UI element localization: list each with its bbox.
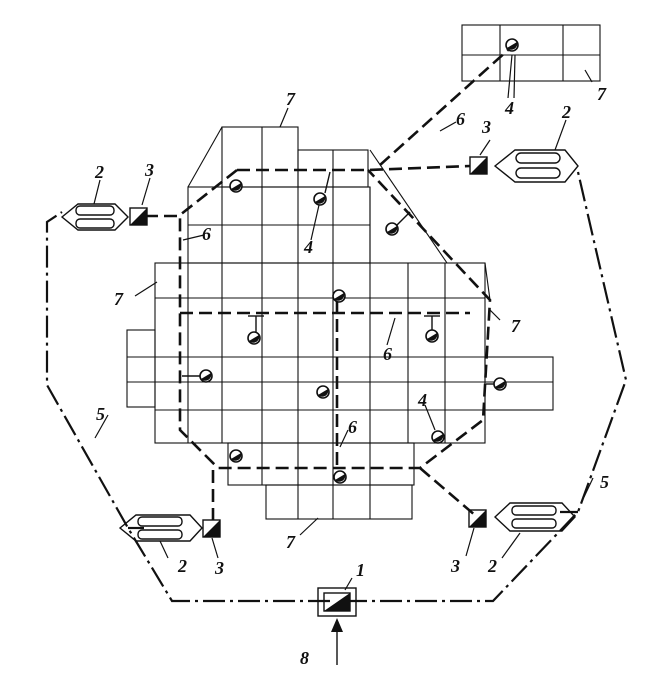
cable-box-top-right bbox=[495, 150, 578, 182]
label-lamp: 4 bbox=[417, 390, 427, 410]
label-connector: 3 bbox=[144, 160, 154, 180]
label-input: 8 bbox=[300, 648, 309, 668]
connector-bottom-left bbox=[203, 520, 220, 537]
label-lamp: 4 bbox=[303, 237, 313, 257]
branch-cable-network bbox=[145, 50, 508, 520]
label-connector: 3 bbox=[450, 556, 460, 576]
lamp bbox=[317, 386, 329, 398]
lamp bbox=[386, 212, 410, 235]
label-branch-cable: 6 bbox=[202, 224, 211, 244]
label-cable-box: 2 bbox=[487, 556, 497, 576]
label-connector: 3 bbox=[481, 117, 491, 137]
lamp bbox=[333, 290, 345, 302]
label-main-cable: 5 bbox=[600, 472, 609, 492]
label-cable-box: 2 bbox=[561, 102, 571, 122]
lamp bbox=[182, 370, 212, 382]
label-main-cable: 5 bbox=[96, 404, 105, 424]
connector-icons bbox=[130, 157, 487, 537]
lamp bbox=[424, 316, 440, 342]
cable-box-left bbox=[62, 204, 128, 230]
input-arrow bbox=[331, 618, 343, 665]
lamp bbox=[432, 431, 444, 443]
lamp bbox=[334, 471, 346, 483]
lamp bbox=[230, 450, 242, 462]
label-branch-cable: 6 bbox=[456, 109, 465, 129]
label-building: 7 bbox=[114, 289, 124, 309]
label-power-source: 1 bbox=[356, 560, 365, 580]
lamp bbox=[230, 180, 242, 192]
label-building: 7 bbox=[511, 316, 521, 336]
connector-top-right bbox=[470, 157, 487, 174]
lamp bbox=[314, 172, 330, 205]
label-branch-cable: 6 bbox=[348, 417, 357, 437]
building-grid bbox=[127, 127, 553, 519]
label-building: 7 bbox=[286, 532, 296, 552]
label-lamp: 4 bbox=[504, 98, 514, 118]
lamp bbox=[486, 378, 506, 390]
connector-left bbox=[130, 208, 147, 225]
power-source-icon bbox=[318, 588, 356, 616]
label-connector: 3 bbox=[214, 558, 224, 578]
label-building: 7 bbox=[286, 89, 296, 109]
label-building: 7 bbox=[597, 84, 607, 104]
labels: 7 7 4 6 3 2 2 3 6 4 7 7 6 4 6 5 5 2 3 3 … bbox=[94, 84, 609, 668]
label-cable-box: 2 bbox=[94, 162, 104, 182]
label-branch-cable: 6 bbox=[383, 344, 392, 364]
lamp bbox=[506, 39, 518, 51]
label-cable-box: 2 bbox=[177, 556, 187, 576]
